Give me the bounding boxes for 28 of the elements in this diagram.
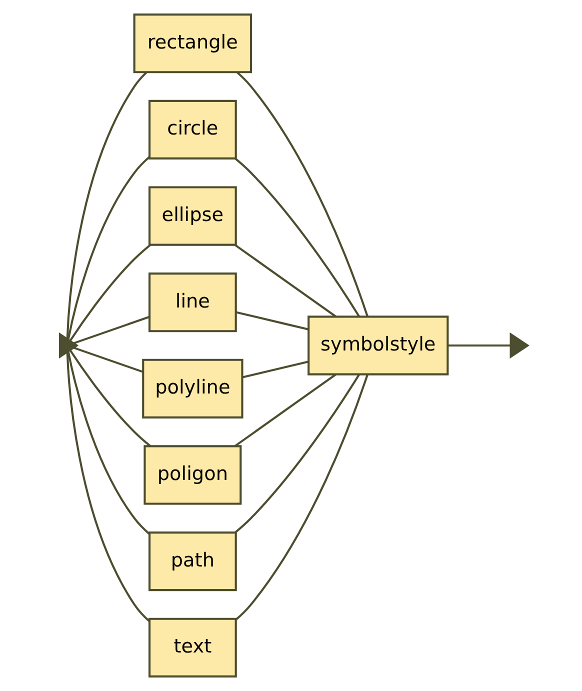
- node-box: ellipse: [148, 186, 237, 246]
- connector: [236, 311, 309, 330]
- node-triangle: [58, 332, 79, 359]
- connector: [234, 374, 336, 447]
- node-box: path: [148, 532, 237, 592]
- connector: [235, 374, 369, 620]
- connector: [74, 346, 144, 373]
- node-box: line: [148, 272, 237, 332]
- node-box: polyline: [142, 358, 244, 418]
- connector: [66, 71, 148, 338]
- connector: [74, 316, 150, 344]
- connector: [70, 350, 151, 447]
- connector: [234, 244, 336, 318]
- connector: [66, 352, 150, 622]
- connector: [67, 156, 150, 340]
- connector: [67, 351, 150, 535]
- connector: [242, 360, 308, 378]
- node-triangle: [510, 332, 530, 359]
- connector: [70, 244, 151, 342]
- node-box: rectangle: [133, 14, 252, 74]
- connector: [236, 72, 369, 317]
- connector: [234, 158, 360, 318]
- node-box: text: [148, 618, 237, 678]
- connector: [448, 344, 510, 347]
- node-box: circle: [148, 100, 237, 160]
- node-box: poligon: [144, 445, 242, 505]
- node-box: symbolstyle: [308, 316, 449, 376]
- connector: [234, 374, 360, 534]
